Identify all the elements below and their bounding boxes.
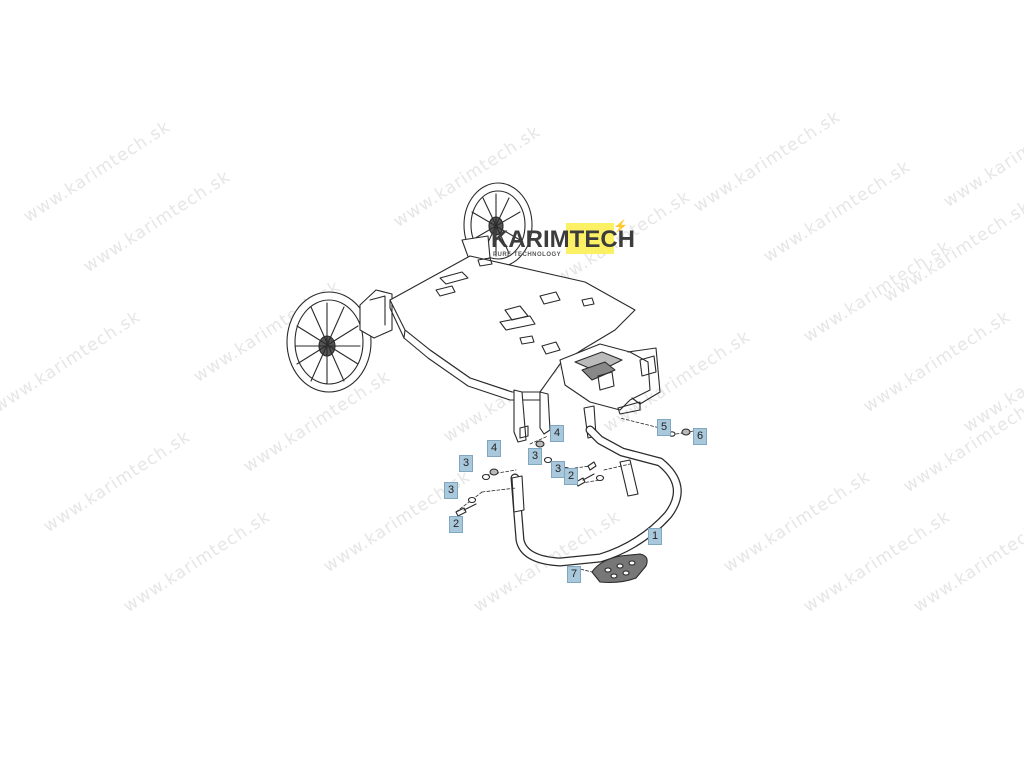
callout-part-6: 6 (693, 428, 707, 445)
callout-part-5: 5 (657, 419, 671, 436)
logo-highlight (566, 223, 614, 254)
front-wheel (286, 291, 372, 393)
callout-part-2: 2 (564, 468, 578, 485)
callout-part-4: 4 (487, 440, 501, 457)
logo-wordmark: KARIMTECH (491, 226, 635, 253)
callout-part-2: 2 (449, 516, 463, 533)
callout-part-7: 7 (567, 566, 581, 583)
callout-part-4: 4 (550, 425, 564, 442)
callout-part-1: 1 (648, 528, 662, 545)
logo-tagline: PURE TECHNOLOGY (493, 252, 562, 258)
callout-part-3: 3 (459, 455, 473, 472)
brand-logo: KARIMTECH PURE TECHNOLOGY ⚡ (471, 219, 635, 263)
bolt-hardware (455, 461, 597, 517)
callout-part-3: 3 (444, 482, 458, 499)
nut-hardware (489, 428, 691, 476)
lightning-icon: ⚡ (613, 219, 628, 233)
callout-part-3: 3 (528, 448, 542, 465)
callout-part-3: 3 (551, 461, 565, 478)
